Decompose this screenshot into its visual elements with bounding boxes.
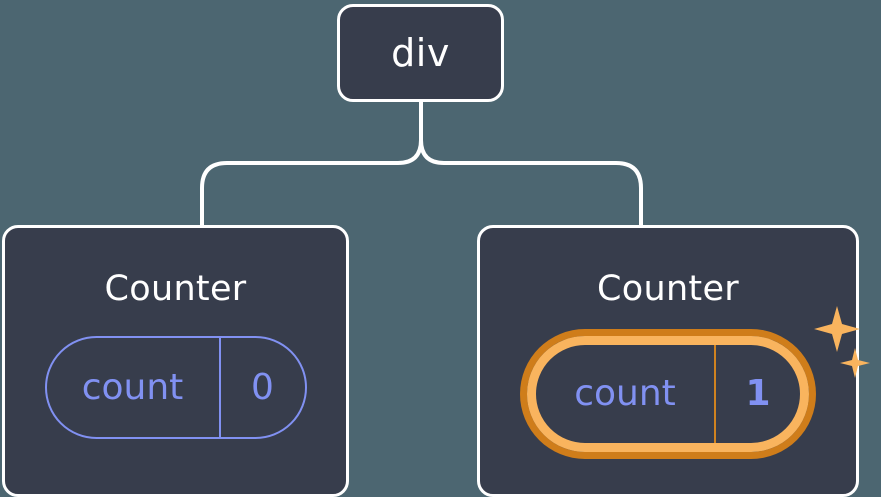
edge-root-to-right-child xyxy=(419,100,643,228)
node-counter-left[interactable]: Counter count 0 xyxy=(2,225,349,497)
sparkle-large-icon xyxy=(814,306,860,352)
state-pill-right-key: count xyxy=(536,345,716,443)
state-pill-left-key: count xyxy=(47,338,221,437)
node-div[interactable]: div xyxy=(337,4,504,102)
sparkles-group xyxy=(814,306,870,378)
node-div-title: div xyxy=(391,31,450,75)
state-pill-right-value: 1 xyxy=(745,373,771,414)
edge-root-to-left-child xyxy=(200,100,423,228)
state-pill-left-value: 0 xyxy=(251,366,274,408)
state-pill-right-wrapper: count 1 xyxy=(527,306,870,452)
sparkle-small-icon xyxy=(840,348,870,378)
node-counter-left-title: Counter xyxy=(104,269,247,309)
node-counter-right[interactable]: Counter count 1 xyxy=(477,225,870,497)
state-pill-left-wrapper: count 0 xyxy=(44,336,307,439)
state-pill-right[interactable]: count 1 xyxy=(527,336,809,452)
state-pill-left[interactable]: count 0 xyxy=(44,336,307,439)
node-counter-right-title: Counter xyxy=(597,269,739,309)
